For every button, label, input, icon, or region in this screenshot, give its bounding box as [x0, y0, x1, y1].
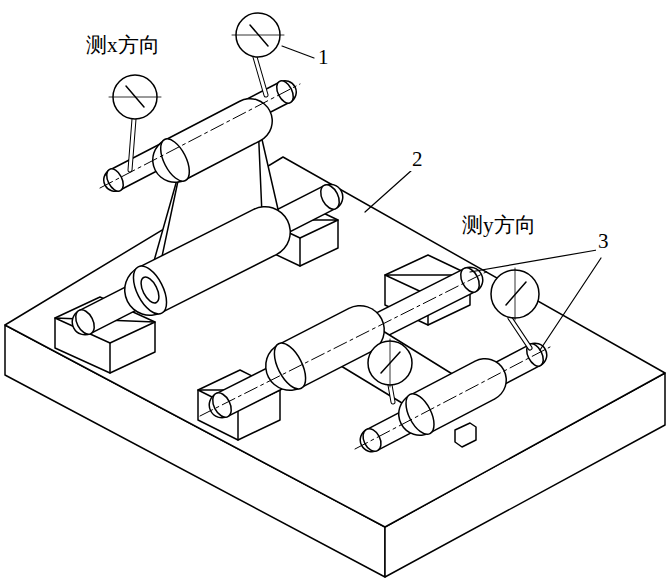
left-part	[72, 78, 343, 337]
dial-indicator	[510, 318, 530, 348]
right-part	[200, 270, 490, 416]
left-part	[317, 182, 343, 212]
dial-indicator	[232, 13, 284, 95]
right-part	[400, 389, 440, 438]
surface-plate	[5, 157, 665, 527]
left-part	[137, 274, 162, 305]
dial-indicator	[130, 119, 134, 170]
dial-indicator	[126, 86, 144, 107]
left-part	[127, 261, 174, 319]
dial-indicator	[109, 97, 161, 98]
direction-label: 测x方向	[84, 34, 162, 57]
surface-plate	[5, 157, 665, 577]
v-block	[237, 410, 239, 440]
dial-indicator	[130, 119, 134, 170]
leader-line	[540, 258, 601, 350]
dial-indicator	[109, 75, 161, 170]
dial-indicator	[390, 385, 393, 402]
leader-line	[282, 46, 601, 350]
dial-indicator	[390, 339, 391, 387]
leader-line	[470, 250, 597, 272]
left-part	[175, 121, 250, 160]
left-part	[103, 166, 126, 194]
dial-indicator	[506, 282, 526, 305]
dial-indicator	[250, 25, 268, 46]
v-block	[109, 343, 111, 373]
dial-indicator	[510, 318, 530, 348]
callout-number: 3	[596, 230, 611, 253]
callout-number: 2	[410, 148, 425, 171]
left-part	[150, 232, 265, 290]
left-part	[150, 232, 265, 290]
leader-line	[365, 170, 412, 212]
v-block	[455, 423, 476, 447]
dial-indicator	[255, 57, 266, 95]
left-part	[175, 121, 250, 160]
dial-indicator	[515, 268, 516, 320]
dial-indicator	[390, 385, 393, 402]
right-part	[268, 338, 312, 393]
left-part	[72, 307, 98, 337]
dial-indicator	[381, 352, 400, 373]
dial-indicator	[491, 268, 539, 348]
dial-indicator	[232, 35, 284, 36]
dial-indicator	[368, 339, 412, 402]
callout-number: 1	[316, 46, 331, 69]
v-block	[299, 238, 301, 266]
dial-indicator	[255, 57, 266, 95]
leader-line	[282, 46, 314, 58]
right-part	[200, 265, 550, 455]
direction-label: 测y方向	[460, 214, 538, 237]
